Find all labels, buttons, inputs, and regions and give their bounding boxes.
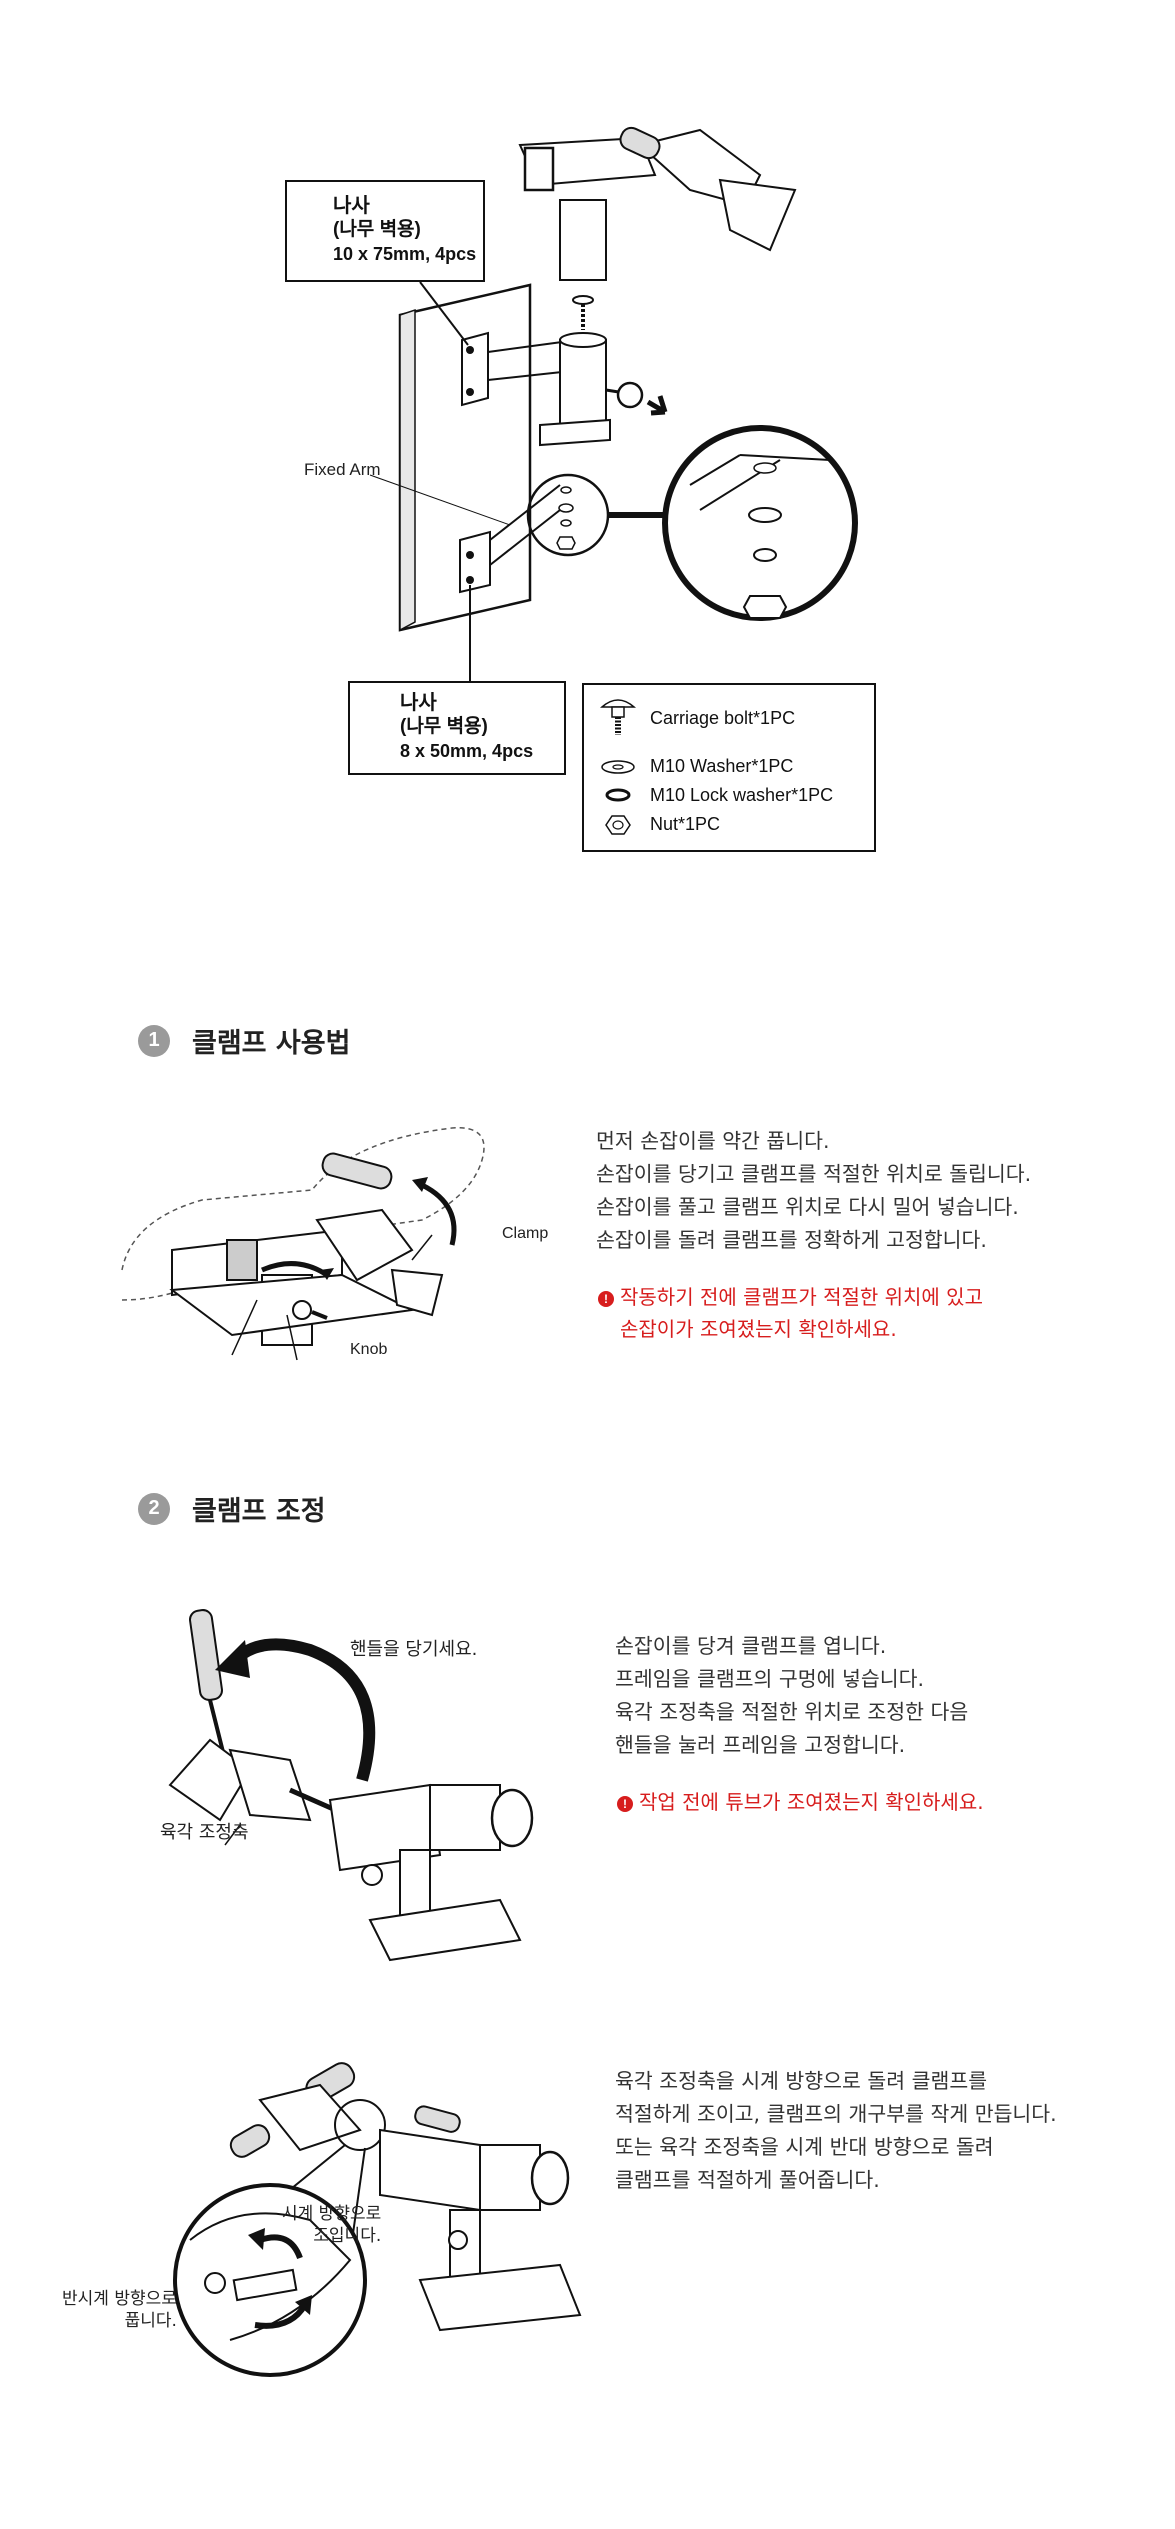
- warning-line: 작동하기 전에 클램프가 적절한 위치에 있고: [620, 1285, 983, 1309]
- part-nut: Nut*1PC: [650, 814, 721, 834]
- clamp-label: Clamp: [502, 1225, 549, 1242]
- screw-title: 나사: [400, 692, 437, 714]
- warning-icon: !: [617, 1796, 633, 1812]
- text-line: 육각 조정축을 적절한 위치로 조정한 다음: [615, 1700, 969, 1724]
- text-line: 손잡이를 돌려 클램프를 정확하게 고정합니다.: [596, 1228, 987, 1252]
- text-line: 핸들을 눌러 프레임을 고정합니다.: [615, 1733, 906, 1757]
- section1-heading: 1 클램프 사용법: [138, 1021, 350, 1060]
- section2-warning: ! 작업 전에 튜브가 조여졌는지 확인하세요.: [617, 1786, 984, 1818]
- part-carriage-bolt: Carriage bolt*1PC: [650, 708, 796, 728]
- clamp-adjust-figure-2: [173, 2062, 582, 2377]
- lock-washer-icon: [605, 788, 631, 802]
- section1-warning: ! 작동하기 전에 클램프가 적절한 위치에 있고 손잡이가 조여졌는지 확인하세…: [598, 1281, 983, 1345]
- text-line: 또는 육각 조정축을 시계 반대 방향으로 돌려: [615, 2135, 994, 2159]
- knob-label: Knob: [350, 1341, 388, 1358]
- hex-shaft-label: 육각 조정축: [160, 1822, 249, 1843]
- parts-list-box: Carriage bolt*1PC M10 Washer*1PC M10 Loc…: [582, 683, 876, 852]
- installation-diagram: [299, 126, 858, 750]
- fixed-arm-label: Fixed Arm: [304, 460, 381, 479]
- counterclockwise-label: 반시계 방향으로 풉니다.: [62, 2288, 177, 2332]
- screw-sub: (나무 벽용): [333, 219, 421, 240]
- label-line: 반시계 방향으로: [62, 2289, 177, 2309]
- screw-spec-top: 나사 (나무 벽용) 10 x 75mm, 4pcs: [285, 180, 485, 282]
- nut-icon: [605, 815, 631, 835]
- warning-line: 손잡이가 조여졌는지 확인하세요.: [620, 1317, 897, 1341]
- section2-heading: 2 클램프 조정: [138, 1489, 326, 1528]
- part-washer: M10 Washer*1PC: [650, 756, 794, 776]
- screw-spec: 8 x 50mm, 4pcs: [400, 741, 534, 761]
- warning-line: 작업 전에 튜브가 조여졌는지 확인하세요.: [639, 1790, 984, 1814]
- text-line: 먼저 손잡이를 약간 풉니다.: [596, 1129, 830, 1153]
- text-line: 육각 조정축을 시계 방향으로 돌려 클램프를: [615, 2069, 988, 2093]
- section2-number-badge: 2: [138, 1492, 170, 1525]
- section1-number-badge: 1: [138, 1024, 170, 1057]
- clamp-adjust-figure-1: [168, 1609, 534, 1962]
- label-line: 조입니다.: [313, 2226, 382, 2246]
- label-line: 풉니다.: [124, 2311, 177, 2331]
- section2-paragraph1: 손잡이를 당겨 클램프를 엽니다. 프레임을 클램프의 구멍에 넣습니다. 육각…: [615, 1630, 968, 1762]
- washer-icon: [601, 760, 635, 774]
- text-line: 프레임을 클램프의 구멍에 넣습니다.: [615, 1667, 924, 1691]
- carriage-bolt-icon: [600, 699, 636, 735]
- screw-sub: (나무 벽용): [400, 716, 488, 737]
- section2-title: 클램프 조정: [192, 1496, 326, 1527]
- section1-paragraph: 먼저 손잡이를 약간 풉니다. 손잡이를 당기고 클램프를 적절한 위치로 돌립…: [596, 1125, 1031, 1257]
- text-line: 적절하게 조이고, 클램프의 개구부를 작게 만듭니다.: [615, 2102, 1057, 2126]
- text-line: 손잡이를 당겨 클램프를 엽니다.: [615, 1634, 887, 1658]
- label-line: 시계 방향으로: [282, 2204, 382, 2224]
- text-line: 클램프를 적절하게 풀어줍니다.: [615, 2168, 880, 2192]
- section2-paragraph2: 육각 조정축을 시계 방향으로 돌려 클램프를 적절하게 조이고, 클램프의 개…: [615, 2065, 1057, 2197]
- screw-spec: 10 x 75mm, 4pcs: [333, 244, 477, 264]
- section1-title: 클램프 사용법: [192, 1028, 351, 1059]
- text-line: 손잡이를 당기고 클램프를 적절한 위치로 돌립니다.: [596, 1162, 1032, 1186]
- part-lock-washer: M10 Lock washer*1PC: [650, 785, 834, 805]
- pull-handle-label: 핸들을 당기세요.: [350, 1639, 478, 1660]
- clamp-usage-figure: [121, 1127, 485, 1361]
- screw-title: 나사: [333, 195, 370, 217]
- clockwise-label: 시계 방향으로 조입니다.: [282, 2203, 381, 2247]
- screw-spec-bottom: 나사 (나무 벽용) 8 x 50mm, 4pcs: [348, 681, 566, 775]
- text-line: 손잡이를 풀고 클램프 위치로 다시 밀어 넣습니다.: [596, 1195, 1019, 1219]
- warning-icon: !: [598, 1291, 614, 1307]
